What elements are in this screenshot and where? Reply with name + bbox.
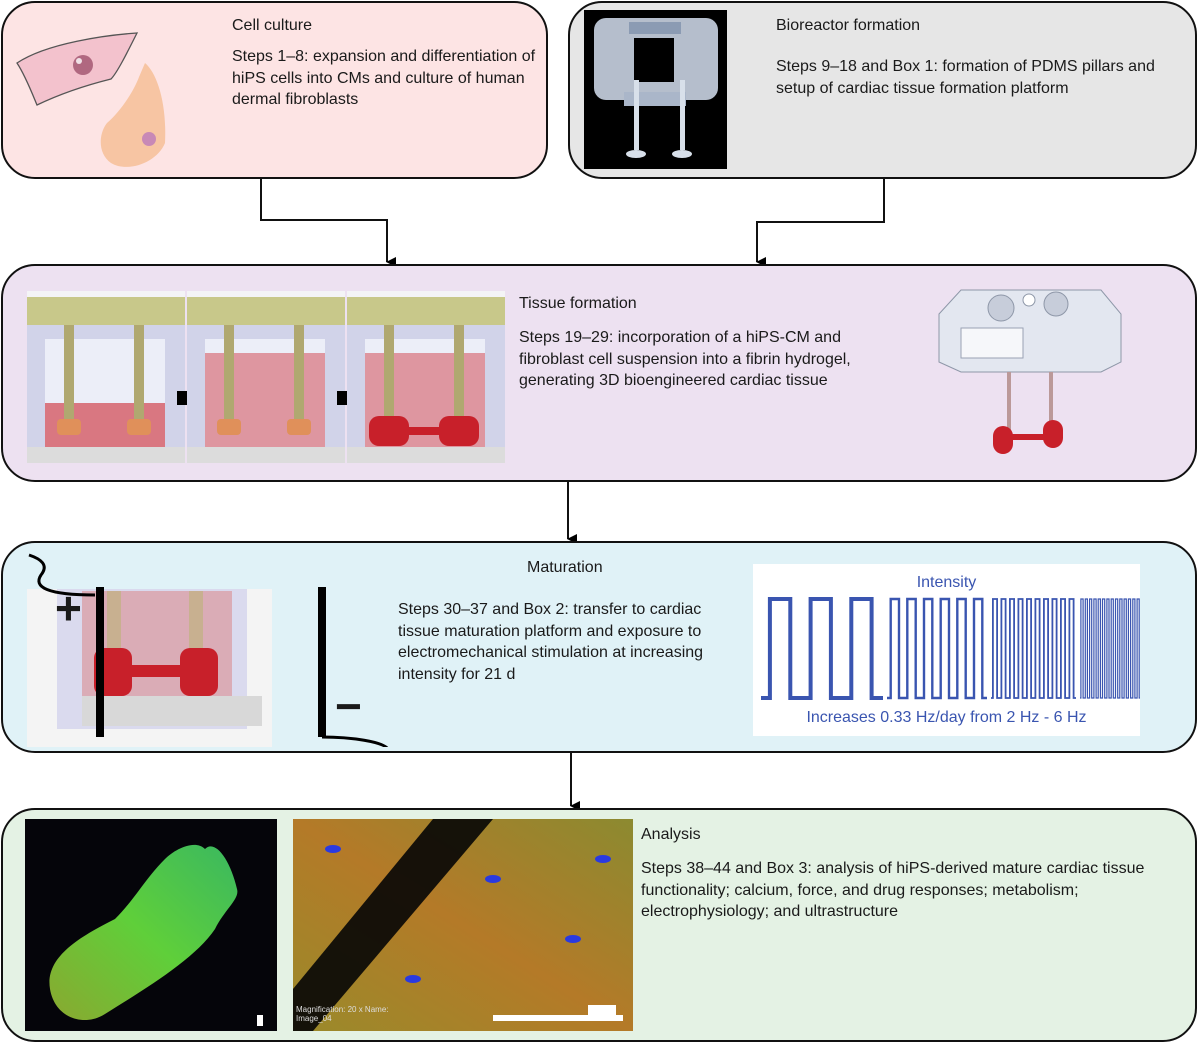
stage-analysis: Magnification: 20 x Name: Image_04 Analy…	[1, 808, 1197, 1042]
stage-description: Steps 19–29: incorporation of a hiPS-CM …	[519, 329, 851, 389]
arrow-bioreactor-to-tissue	[756, 179, 885, 267]
cell-illustration	[7, 13, 187, 173]
pulse-train-3	[991, 598, 1076, 699]
stage-description: Steps 1–8: expansion and differentiation…	[232, 48, 536, 108]
wire-positive	[28, 553, 96, 597]
bioreactor-photo	[584, 10, 727, 169]
stage-title: Maturation	[527, 559, 603, 576]
stage-maturation: + − Maturation Steps 30–37 and Box 2: tr…	[1, 541, 1197, 753]
stage-cell-culture: Cell culture Steps 1–8: expansion and di…	[1, 1, 548, 179]
tissue-overview-micrograph	[25, 819, 277, 1031]
scale-bar	[493, 1015, 623, 1021]
intensity-caption: Increases 0.33 Hz/day from 2 Hz - 6 Hz	[806, 709, 1087, 726]
stage-description: Steps 9–18 and Box 1: formation of PDMS …	[776, 58, 1155, 97]
stage-title: Analysis	[641, 826, 701, 843]
high-magnification-micrograph: Magnification: 20 x Name: Image_04	[293, 819, 633, 1031]
intensity-panel: Intensity Increases 0.33 Hz/day from 2 H…	[753, 564, 1140, 736]
tissue-formation-sequence	[27, 291, 507, 463]
bioreactor-3d-model	[921, 276, 1141, 466]
wire-negative	[321, 735, 388, 747]
tissue-frame	[27, 291, 185, 463]
stage-title: Cell culture	[232, 17, 313, 34]
stage-title: Tissue formation	[519, 295, 637, 312]
pulse-train-1	[761, 597, 883, 700]
stage-description: Steps 38–44 and Box 3: analysis of hiPS-…	[641, 860, 1145, 920]
pulse-train-2	[887, 597, 987, 700]
maturation-platform: + −	[27, 551, 395, 747]
stage-title: Bioreactor formation	[776, 17, 921, 34]
tissue-frame	[187, 291, 345, 463]
scale-bar	[257, 1015, 263, 1026]
intensity-title: Intensity	[916, 574, 977, 591]
arrow-cell-to-tissue	[260, 179, 396, 267]
stage-description: Steps 30–37 and Box 2: transfer to cardi…	[398, 601, 704, 683]
stage-bioreactor-formation: Bioreactor formation Steps 9–18 and Box …	[568, 1, 1197, 179]
plus-sign: +	[55, 582, 82, 634]
minus-sign: −	[335, 680, 362, 732]
electrode-positive	[96, 587, 104, 737]
stage-tissue-formation: Tissue formation Steps 19–29: incorporat…	[1, 264, 1197, 482]
tissue-frame	[347, 291, 505, 463]
micrograph-overlay-text: Magnification: 20 x Name: Image_04	[296, 1005, 389, 1023]
electrode-negative	[318, 587, 326, 737]
pulse-train-4	[1080, 598, 1140, 699]
